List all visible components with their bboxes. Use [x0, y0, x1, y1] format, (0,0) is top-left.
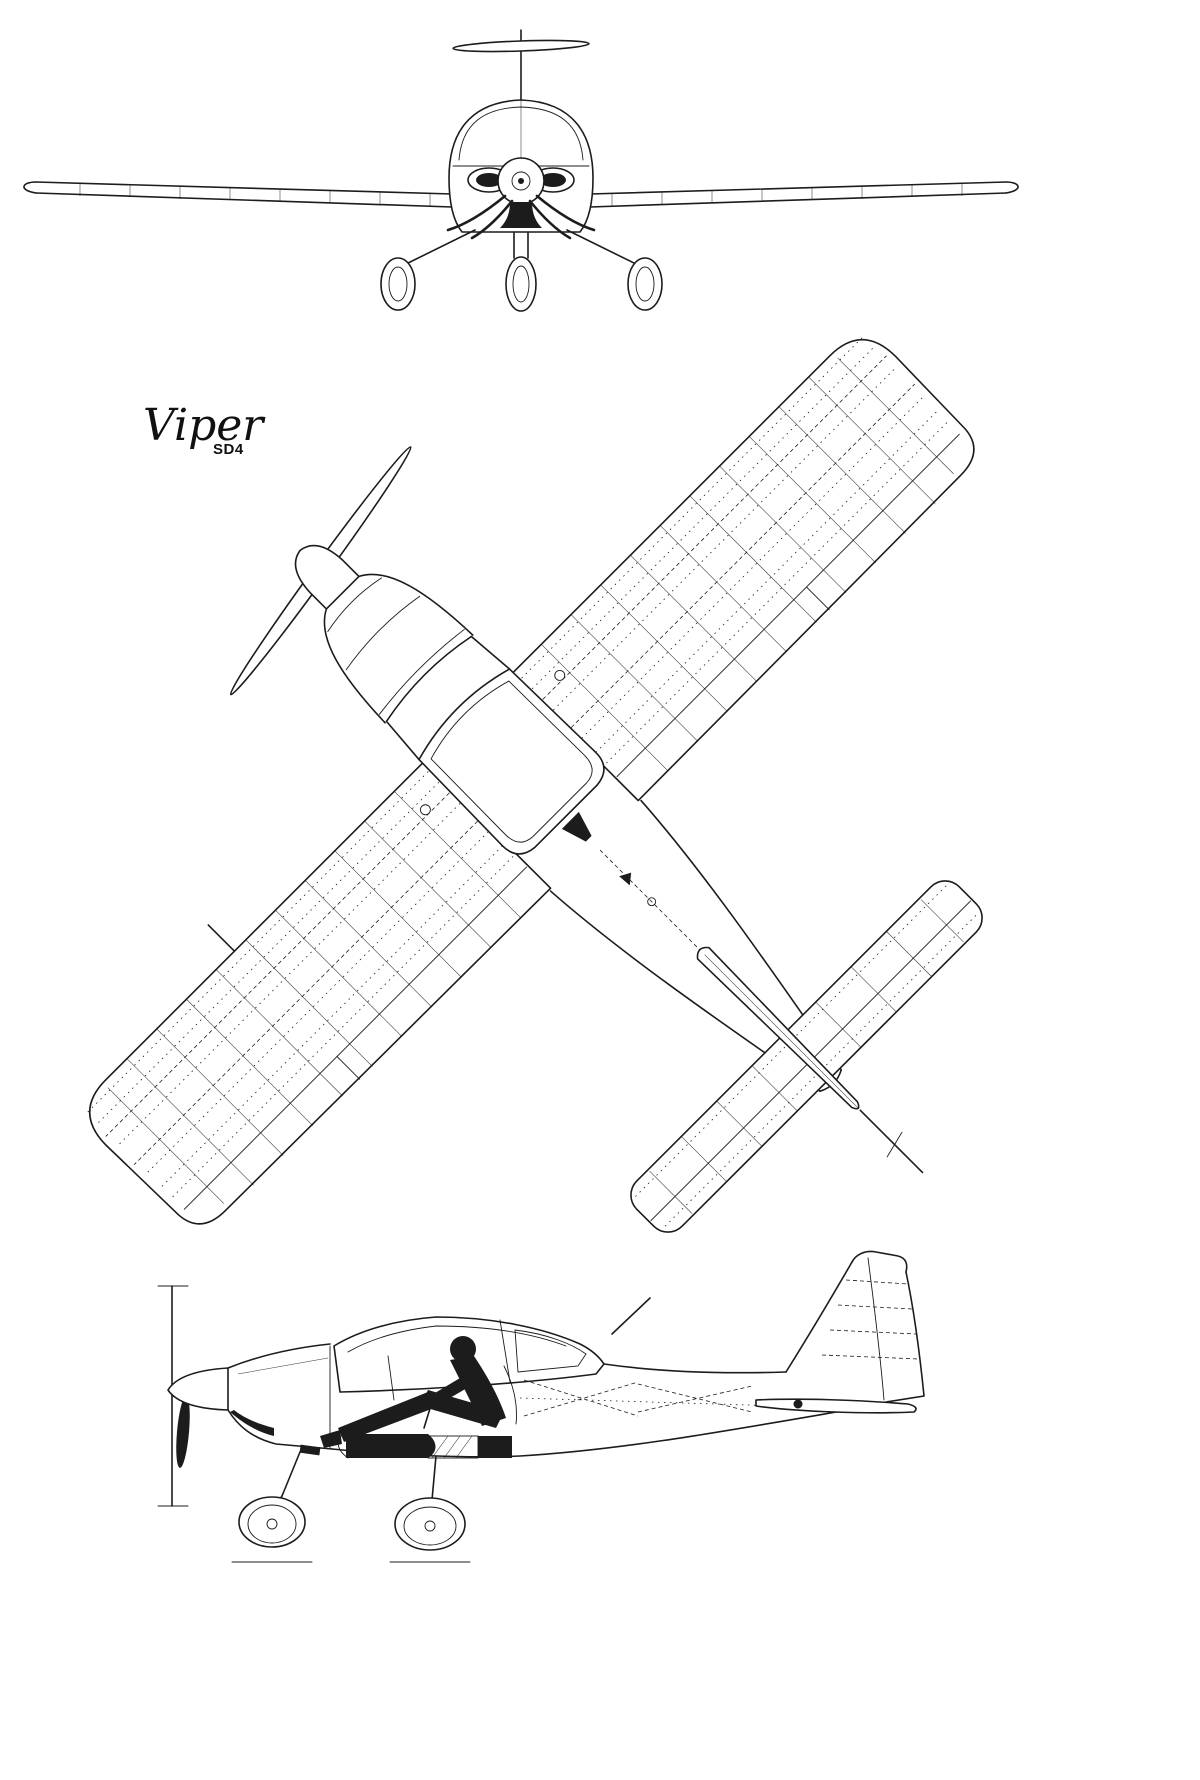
plan-spinner [294, 544, 360, 610]
pitot-tube [207, 924, 236, 952]
front-wing-ribs [79, 183, 963, 206]
front-wheel-left [380, 257, 416, 311]
side-fin [785, 1250, 925, 1403]
side-stabilizer [755, 1398, 917, 1414]
side-nose-wheel [238, 1496, 306, 1548]
rear-window [514, 1329, 587, 1373]
plan-canopy [385, 635, 605, 855]
elevator-horn [793, 1399, 803, 1409]
side-cowl [227, 1343, 333, 1456]
antenna-mark [619, 872, 632, 886]
side-spinner [167, 1367, 229, 1411]
prop-disc-line [157, 1285, 190, 1507]
plan-wing-dot-texture [84, 334, 948, 1198]
plan-wing-details [84, 334, 960, 1210]
prop-blade-side [176, 1396, 190, 1468]
antenna [611, 1297, 651, 1335]
side-fuselage [331, 1355, 849, 1459]
top-view [84, 334, 983, 1233]
front-wings [23, 181, 1019, 208]
front-spinner [497, 157, 545, 205]
front-blade-curves [446, 194, 596, 240]
plan-headrest [561, 811, 592, 842]
inspection-port [647, 897, 657, 907]
wing-root-section [337, 1431, 512, 1459]
plan-wing-ribs [107, 357, 954, 1204]
pilot-silhouette [320, 1336, 506, 1448]
front-landing-gear [380, 229, 663, 312]
front-air-intakes [467, 167, 575, 193]
side-landing-gear [231, 1451, 471, 1563]
title-model: SD4 [213, 441, 244, 458]
title-name: Viper [143, 400, 264, 451]
side-view [157, 1250, 925, 1563]
aircraft-title: Viper SD4 [143, 400, 264, 458]
plan-cowl [323, 573, 474, 724]
plan-wings [84, 334, 975, 1225]
side-main-wheel [394, 1497, 466, 1551]
seat-back [503, 1365, 517, 1425]
plan-stab-ribs [635, 885, 977, 1227]
fuel-cap-right [554, 669, 566, 681]
propeller-front [452, 39, 590, 53]
fuselage-truss [519, 1379, 847, 1417]
control-stick [423, 1401, 433, 1429]
fin-ribs [821, 1279, 920, 1360]
front-nose-gear-fairing [500, 202, 542, 228]
side-canopy [333, 1297, 651, 1393]
front-view [23, 29, 1019, 312]
plan-fin [696, 946, 924, 1174]
front-wheel-nose [505, 256, 537, 312]
front-wheel-right [627, 257, 663, 311]
exhaust-stub [299, 1444, 321, 1456]
fuel-cap-left [419, 804, 431, 816]
